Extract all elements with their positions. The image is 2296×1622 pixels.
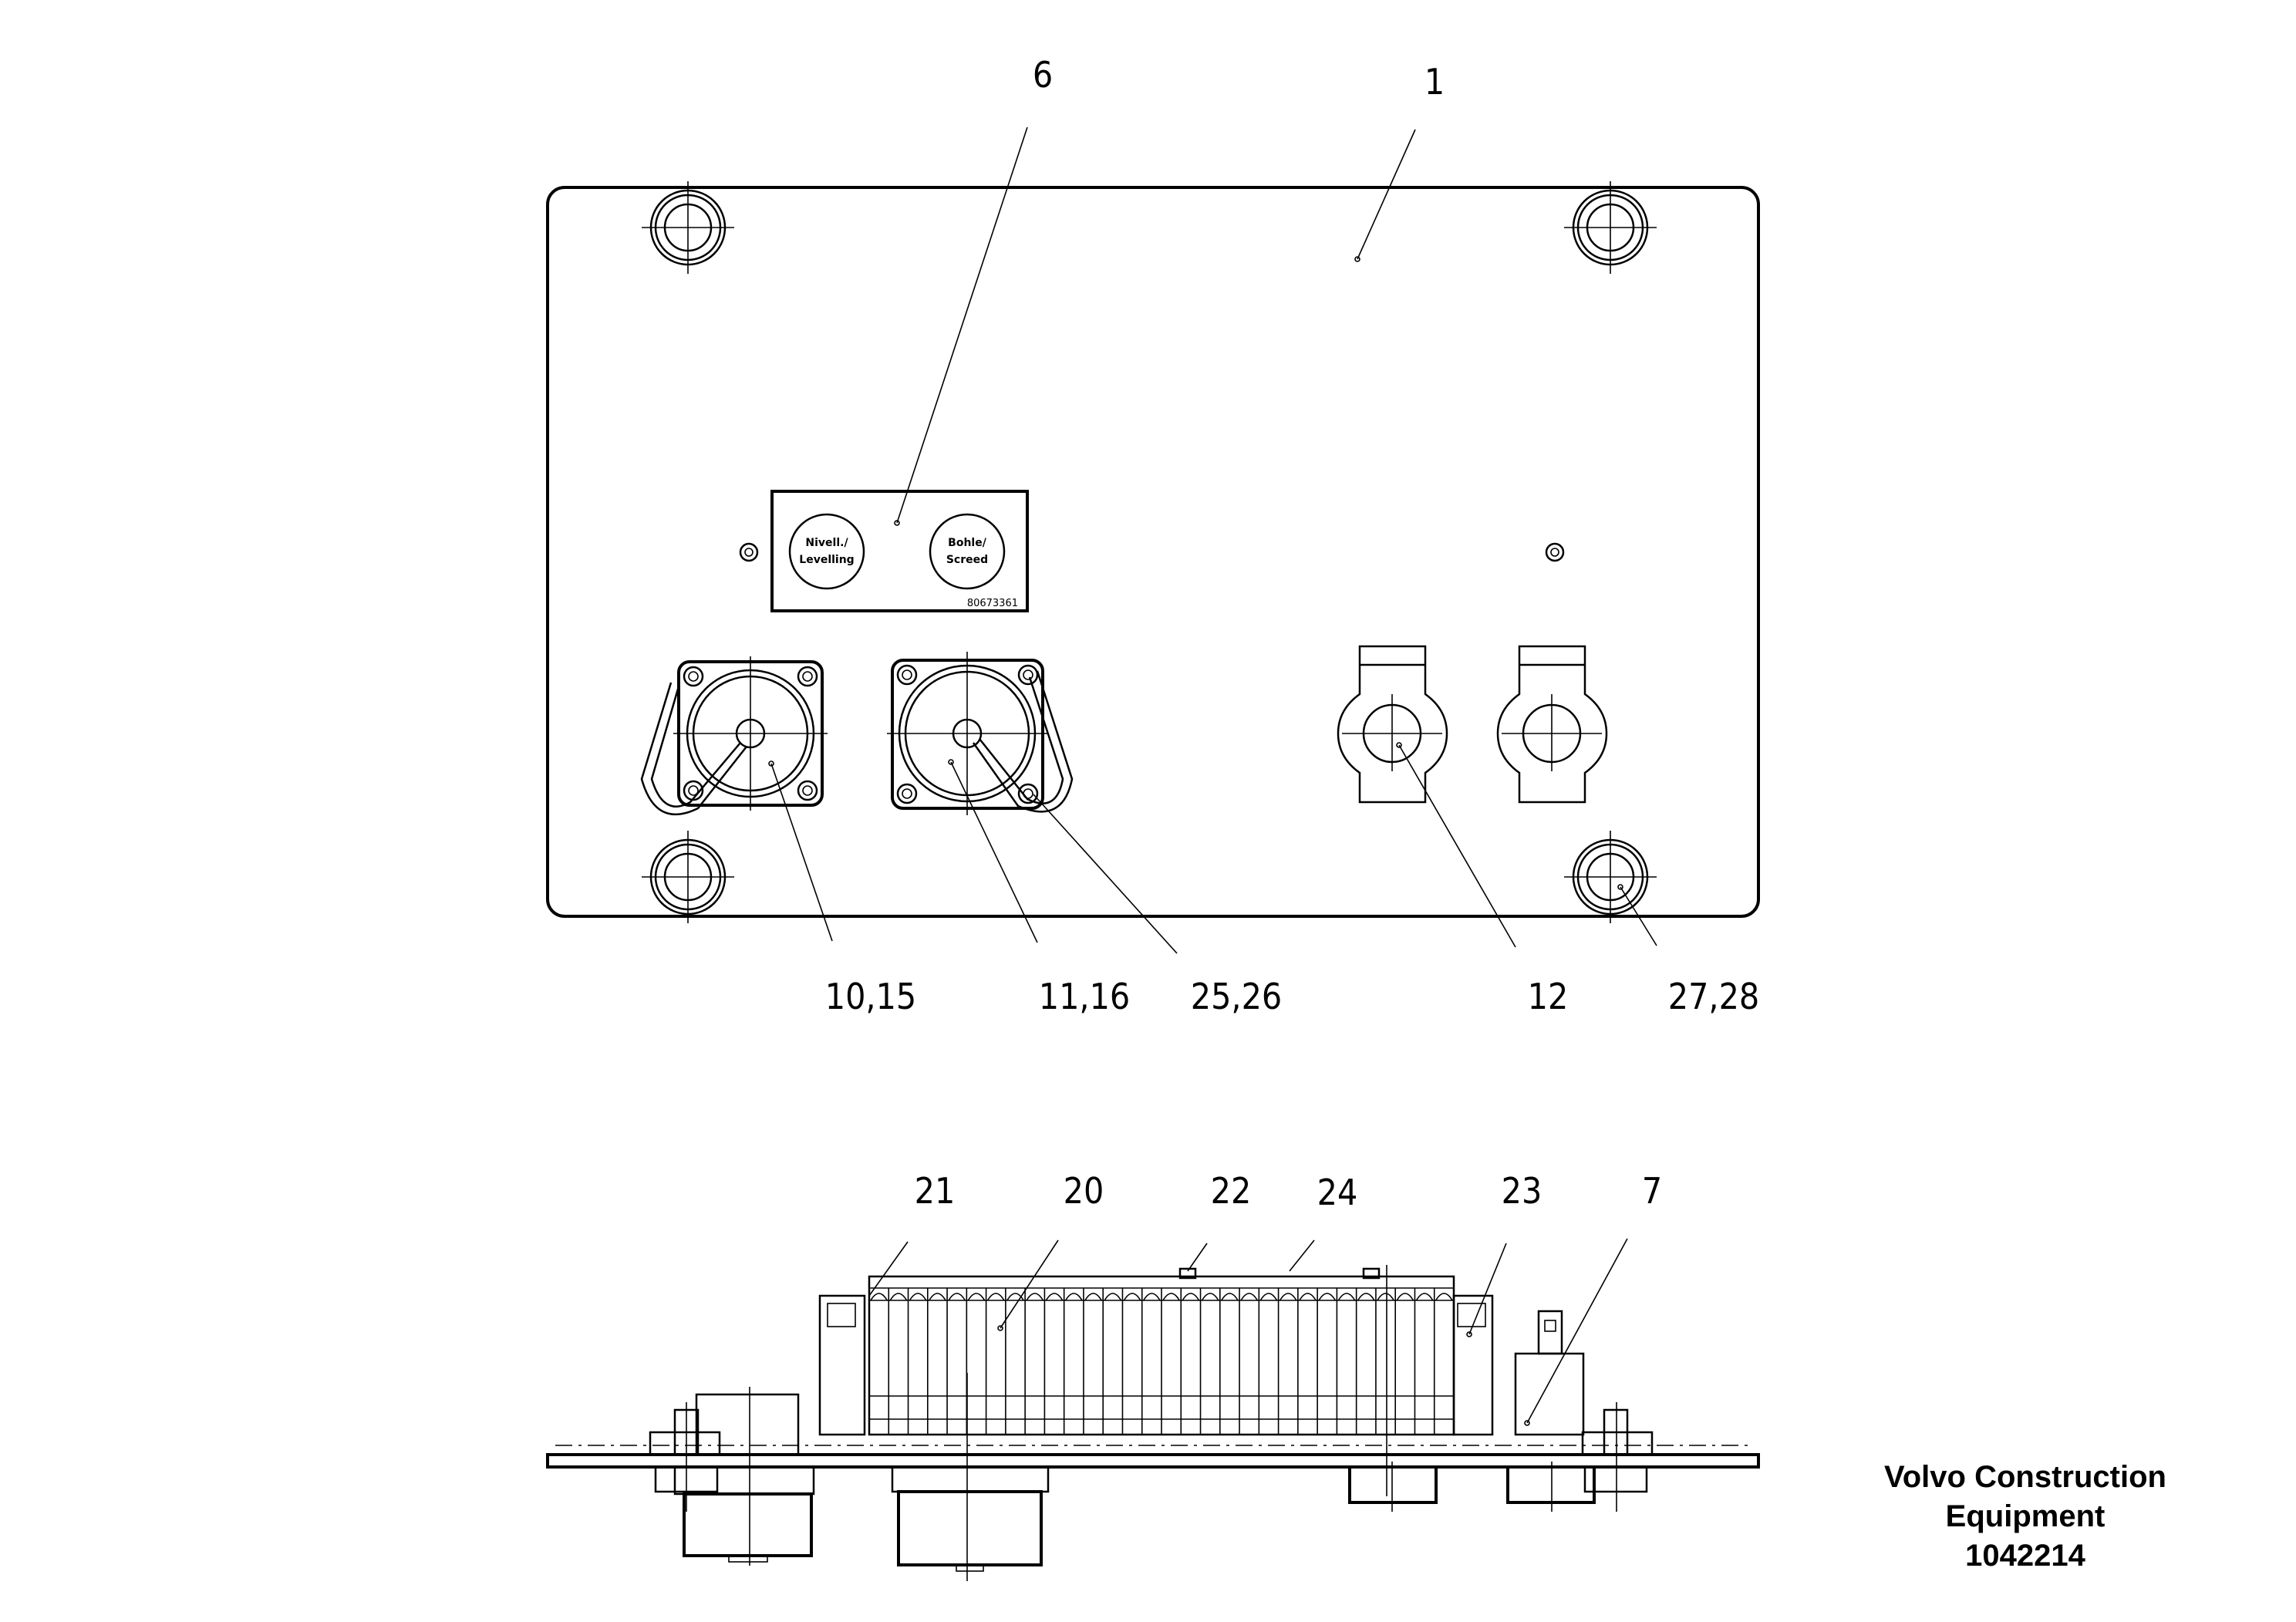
terminal-slice-cap	[1064, 1293, 1083, 1301]
terminal-slice-cap	[1162, 1293, 1180, 1301]
label-plate-part-number: 80673361	[967, 598, 1018, 609]
terminal-slice-cap	[986, 1293, 1005, 1301]
terminal-slice-cap	[1182, 1293, 1200, 1301]
screed-label-line1: Bohle/	[948, 537, 987, 549]
terminal-slice-cap	[909, 1293, 927, 1301]
drawing-number: 1042214	[1965, 1539, 2085, 1573]
terminal-slice-cap	[1279, 1293, 1297, 1301]
callout-22: 22	[1211, 1170, 1252, 1212]
terminal-slice-cap	[1221, 1293, 1239, 1301]
callout-27-28: 27,28	[1668, 976, 1759, 1017]
terminal-block	[868, 1265, 1455, 1496]
brand-line-2: Equipment	[1946, 1499, 2106, 1533]
terminal-slice-cap	[870, 1293, 888, 1301]
terminal-slice-cap	[967, 1293, 986, 1301]
terminal-slice-cap	[1259, 1293, 1278, 1301]
terminal-slices	[870, 1288, 1453, 1435]
callout-11-16: 11,16	[1039, 976, 1130, 1017]
screed-label-line2: Screed	[946, 554, 988, 566]
push-button-right	[1496, 645, 1608, 804]
levelling-button	[788, 513, 865, 590]
terminal-slice-cap	[1045, 1293, 1064, 1301]
side-base-plate	[546, 1453, 1760, 1469]
callout-12: 12	[1528, 976, 1569, 1017]
terminal-slice-cap	[1318, 1293, 1337, 1301]
terminal-slice-cap	[889, 1293, 908, 1301]
terminal-slice-cap	[1006, 1293, 1024, 1301]
callout-24: 24	[1317, 1172, 1358, 1213]
mounting-plate	[546, 186, 1760, 918]
side-view: 21 20 22 24 23 7	[546, 1170, 1760, 1581]
terminal-slice-cap	[1415, 1293, 1434, 1301]
levelling-label-line1: Nivell./	[805, 537, 848, 549]
terminal-slice-cap	[1240, 1293, 1259, 1301]
terminal-slice-cap	[1396, 1293, 1414, 1301]
terminal-slice-cap	[1435, 1293, 1453, 1301]
label-plate: Nivell./ Levelling Bohle/ Screed 8067336…	[770, 490, 1029, 612]
terminal-slice-cap	[1377, 1293, 1394, 1301]
terminal-slice-cap	[1123, 1293, 1141, 1301]
callout-20: 20	[1064, 1170, 1104, 1212]
terminal-slice-cap	[1143, 1293, 1161, 1301]
callout-7: 7	[1642, 1170, 1662, 1212]
terminal-slice-cap	[929, 1293, 946, 1301]
connector-left	[640, 656, 828, 816]
screed-button	[929, 513, 1006, 590]
push-button-left	[1337, 645, 1448, 804]
terminal-slice-cap	[1084, 1293, 1102, 1301]
callout-1: 1	[1424, 61, 1445, 103]
brand-line-1: Volvo Construction	[1884, 1460, 2166, 1494]
callout-25-26: 25,26	[1191, 976, 1282, 1017]
terminal-slice-cap	[1026, 1293, 1044, 1301]
callout-21: 21	[915, 1170, 956, 1212]
standoff-top-left	[642, 181, 734, 274]
standoff-bottom-right	[1564, 831, 1657, 923]
standoff-top-right	[1564, 181, 1657, 274]
terminal-slice-cap	[948, 1293, 966, 1301]
callout-10-15: 10,15	[825, 976, 916, 1017]
screw-right	[1545, 542, 1565, 562]
screw-left	[739, 542, 759, 562]
connector-right	[887, 652, 1074, 815]
levelling-label-line2: Levelling	[799, 554, 854, 566]
terminal-slice-cap	[1104, 1293, 1122, 1301]
brand-block: Volvo Construction Equipment 1042214	[1884, 1460, 2166, 1573]
top-view: Nivell./ Levelling Bohle/ Screed 8067336…	[546, 54, 1760, 1017]
terminal-slice-cap	[1337, 1293, 1356, 1301]
terminal-slice-cap	[1201, 1293, 1219, 1301]
callout-6: 6	[1033, 54, 1053, 96]
standoff-bottom-left	[642, 831, 734, 923]
callout-23: 23	[1502, 1170, 1542, 1212]
terminal-slice-cap	[1299, 1293, 1317, 1301]
terminal-slice-cap	[1357, 1293, 1375, 1301]
